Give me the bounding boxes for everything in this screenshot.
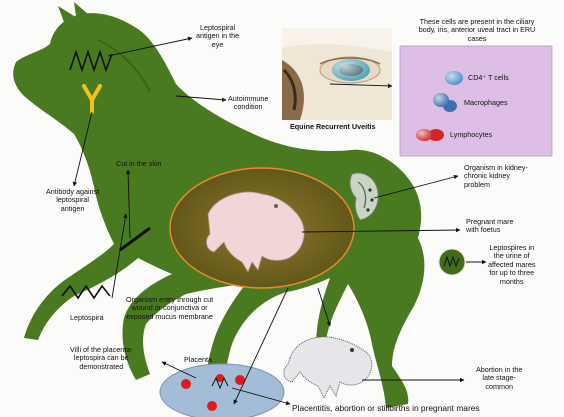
placenta-label: Placenta <box>184 356 212 364</box>
macrophages-label: Macrophages <box>464 99 508 107</box>
villi-label: Villi of the placenta- leptospira can be… <box>70 346 133 371</box>
urine-leptospira-circle <box>439 249 465 275</box>
photo-caption: Equine Recurrent Uveitis <box>290 123 375 131</box>
eye-photo <box>282 28 392 120</box>
placentitis-label: Placentitis, abortion or stillbirths in … <box>292 404 480 414</box>
autoimmune-label: Autoimmune condition <box>228 95 268 112</box>
cells-box-heading: These cells are present in the ciliary b… <box>402 18 552 43</box>
antigen-eye-label: Leptospiral antigen in the eye <box>196 24 239 49</box>
pregnant-mare-label: Pregnant mare with foetus <box>466 218 514 235</box>
cut-skin-label: Cut in the skin <box>116 160 162 168</box>
aborted-foetus-image <box>284 337 372 398</box>
cd4-t-cells-label: CD4⁺ T cells <box>468 74 509 82</box>
placenta-ellipse <box>160 364 284 417</box>
abortion-label: Abortion in the late stage- common <box>476 366 522 391</box>
placenta-lesion-dot <box>181 379 191 389</box>
entry-label: Organism entry through cut wound or conj… <box>126 296 213 321</box>
leptospira-label: Leptospira <box>70 314 104 322</box>
urine-label: Leptospires in the urine of affected mar… <box>488 244 535 286</box>
kidney-label: Organism in kidney- chronic kidney probl… <box>464 164 528 189</box>
placenta-lesion-dot <box>207 401 217 411</box>
lymphocytes-label: Lymphocytes <box>450 131 492 139</box>
antibody-label: Antibody against leptospiral antigen <box>46 188 99 213</box>
